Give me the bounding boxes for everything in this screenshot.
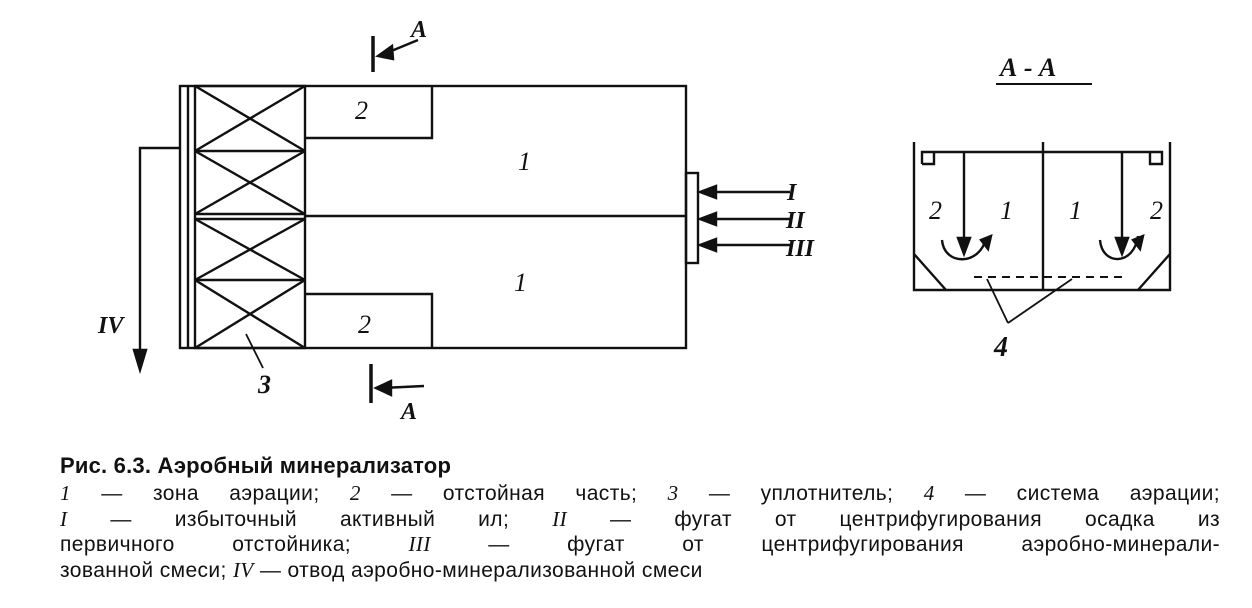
caption-text: — система аэрации; xyxy=(934,482,1221,505)
caption-line: зованной смеси; IV — отвод аэробно-минер… xyxy=(60,558,1220,584)
caption-text: — фугат от центрифугирования осадка из xyxy=(566,507,1220,531)
section-mark-top xyxy=(371,36,419,72)
label-section-top: A xyxy=(409,17,427,43)
section-flow-left xyxy=(940,237,988,261)
section-aeration-leader-1 xyxy=(986,278,1009,324)
section-label-zone-right: 1 xyxy=(1069,196,1082,225)
caption-text: — отстойная часть; xyxy=(360,482,668,505)
label-outflow: IV xyxy=(97,313,125,339)
compactor-leader xyxy=(245,333,264,369)
aerobic-mineralizer-figure: 1 1 2 2 3 I II III IV A A А - А xyxy=(97,17,1172,425)
caption-key: 3 xyxy=(667,481,679,505)
caption-key: III xyxy=(408,532,431,556)
figure-caption-legend: 1 — зона аэрации; 2 — отстойная часть; 3… xyxy=(60,481,1220,583)
caption-text: первичного отстойника; xyxy=(60,533,409,556)
caption-key: 4 xyxy=(923,481,935,505)
outflow-pipe xyxy=(138,146,180,352)
section-lip-left xyxy=(922,152,936,166)
caption-text: — уплотнитель; xyxy=(678,482,924,505)
section-label-zone-left: 1 xyxy=(1000,196,1013,225)
label-inflow-2: II xyxy=(785,208,806,234)
caption-line: первичного отстойника; III — фугат от це… xyxy=(60,532,1220,558)
section-label-aeration: 4 xyxy=(993,332,1008,363)
caption-key: 1 xyxy=(60,481,71,505)
label-section-bottom: A xyxy=(399,399,417,425)
caption-key: II xyxy=(552,506,567,531)
settler-bottom xyxy=(305,292,434,348)
caption-key: IV xyxy=(233,557,254,582)
inflow-arrows xyxy=(696,184,790,253)
label-zone-top: 1 xyxy=(518,147,531,176)
section-mark-bottom xyxy=(369,364,425,403)
label-inflow-1: I xyxy=(786,180,798,206)
section-aeration-leader-2 xyxy=(1007,278,1073,324)
caption-text: — избыточный активный ил; xyxy=(67,507,553,531)
section-chamfer-left xyxy=(913,253,947,291)
inlet-box xyxy=(684,171,700,265)
compactor-block xyxy=(193,84,307,350)
outflow-arrow-head xyxy=(132,348,148,375)
section-chamfer-right xyxy=(1137,253,1171,291)
caption-key: 2 xyxy=(349,481,361,505)
label-compactor: 3 xyxy=(257,370,271,399)
section-label-settler-right: 2 xyxy=(1150,196,1163,225)
label-inflow-3: III xyxy=(785,236,816,262)
caption-text: — фугат от центрифугирования аэробно-мин… xyxy=(430,533,1221,556)
caption-line: 1 — зона аэрации; 2 — отстойная часть; 3… xyxy=(60,481,1220,507)
caption-key: I xyxy=(60,506,68,531)
section-view: А - А 2 1 1 2 4 xyxy=(912,53,1172,363)
label-settler-top: 2 xyxy=(355,96,368,125)
caption-text: зованной смеси; xyxy=(60,558,234,582)
caption-line: I — избыточный активный ил; II — фугат о… xyxy=(60,507,1220,533)
section-rim-left xyxy=(920,150,1155,164)
caption-text: — зона аэрации; xyxy=(70,482,350,505)
plan-view: 1 1 2 2 3 I II III IV A A xyxy=(97,17,816,425)
section-label-settler-left: 2 xyxy=(929,196,942,225)
settler-top xyxy=(305,86,434,140)
label-zone-bottom: 1 xyxy=(514,268,527,297)
section-title: А - А xyxy=(998,53,1056,82)
label-settler-bottom: 2 xyxy=(358,310,371,339)
figure-caption-title: Рис. 6.3. Аэробный минерализатор xyxy=(60,453,452,478)
section-lip-right xyxy=(1148,150,1164,166)
caption-text: — отвод аэробно-минерализованной смеси xyxy=(253,558,703,582)
